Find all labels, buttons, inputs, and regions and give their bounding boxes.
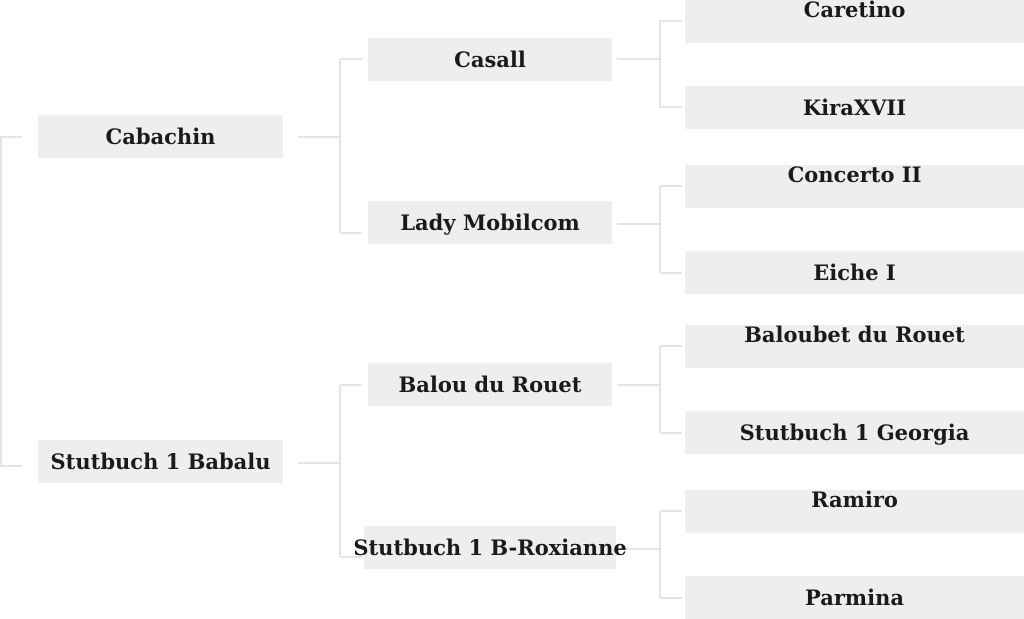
grandparent-node: Balou du Rouet xyxy=(368,363,612,406)
great-grandparent-node: KiraXVII xyxy=(685,86,1024,129)
parent-node: Cabachin xyxy=(38,115,283,158)
node-label: Stutbuch 1 Georgia xyxy=(739,420,970,445)
great-grandparent-node: Baloubet du Rouet xyxy=(685,322,1024,368)
node-label: Stutbuch 1 Babalu xyxy=(50,449,271,474)
great-grandparent-node: Stutbuch 1 Georgia xyxy=(685,411,1024,454)
great-grandparent-node: Ramiro xyxy=(685,487,1024,533)
node-label: Caretino xyxy=(803,0,906,22)
great-grandparent-node: Parmina xyxy=(685,576,1024,619)
node-label: Parmina xyxy=(805,585,904,610)
grandparent-node: Lady Mobilcom xyxy=(368,201,612,244)
node-label: Cabachin xyxy=(105,124,216,149)
node-label: Lady Mobilcom xyxy=(400,210,580,235)
grandparent-node: Stutbuch 1 B-Roxianne xyxy=(353,526,627,569)
node-label: Ramiro xyxy=(811,487,898,512)
grandparent-node: Casall xyxy=(368,38,612,81)
great-grandparent-node: Concerto II xyxy=(685,162,1024,208)
great-grandparent-node: Eiche I xyxy=(685,251,1024,294)
node-label: Concerto II xyxy=(787,162,922,187)
node-label: Eiche I xyxy=(813,260,896,285)
node-label: KiraXVII xyxy=(802,95,907,120)
node-label: Balou du Rouet xyxy=(398,372,582,397)
node-label: Stutbuch 1 B-Roxianne xyxy=(353,535,627,560)
parent-node: Stutbuch 1 Babalu xyxy=(38,440,283,483)
node-label: Baloubet du Rouet xyxy=(744,322,965,347)
node-label: Casall xyxy=(454,47,526,72)
great-grandparent-node: Caretino xyxy=(685,0,1024,43)
